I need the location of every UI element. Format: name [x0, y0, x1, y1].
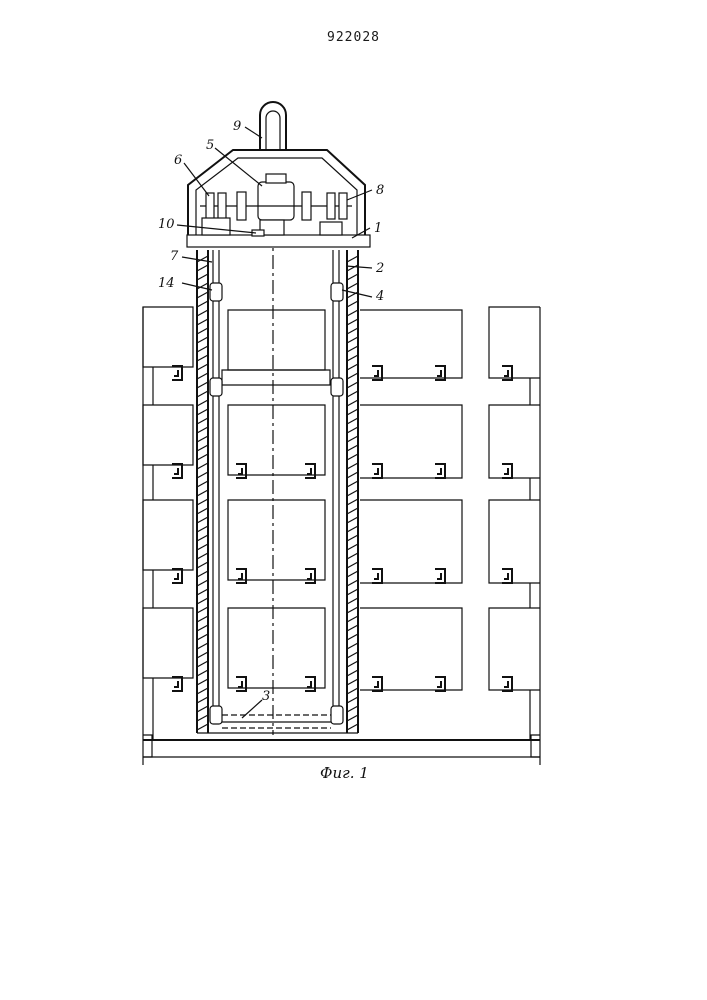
callout-2: 2: [375, 261, 384, 276]
c-profile-guides: [172, 366, 512, 691]
callout-10: 10: [158, 217, 175, 232]
floor-rail: [143, 735, 540, 757]
callout-14: 14: [158, 276, 175, 291]
figure-caption: Фиг. 1: [320, 764, 369, 782]
left-partial-bins: [143, 307, 193, 765]
callout-7: 7: [170, 249, 179, 264]
callout-6: 6: [174, 153, 182, 168]
callout-9: 9: [233, 119, 241, 134]
right-partial-bins: [489, 307, 540, 765]
chain-rails: [213, 180, 339, 735]
callout-3: 3: [262, 689, 270, 704]
carriage-rollers: [210, 283, 343, 728]
drive-housing: [187, 102, 370, 247]
callout-5: 5: [206, 138, 214, 153]
callout-8: 8: [376, 183, 384, 198]
shaft-inner-bins: [222, 310, 330, 688]
callout-4: 4: [375, 289, 384, 304]
shaft-walls: [197, 250, 358, 733]
callout-1: 1: [374, 221, 382, 236]
